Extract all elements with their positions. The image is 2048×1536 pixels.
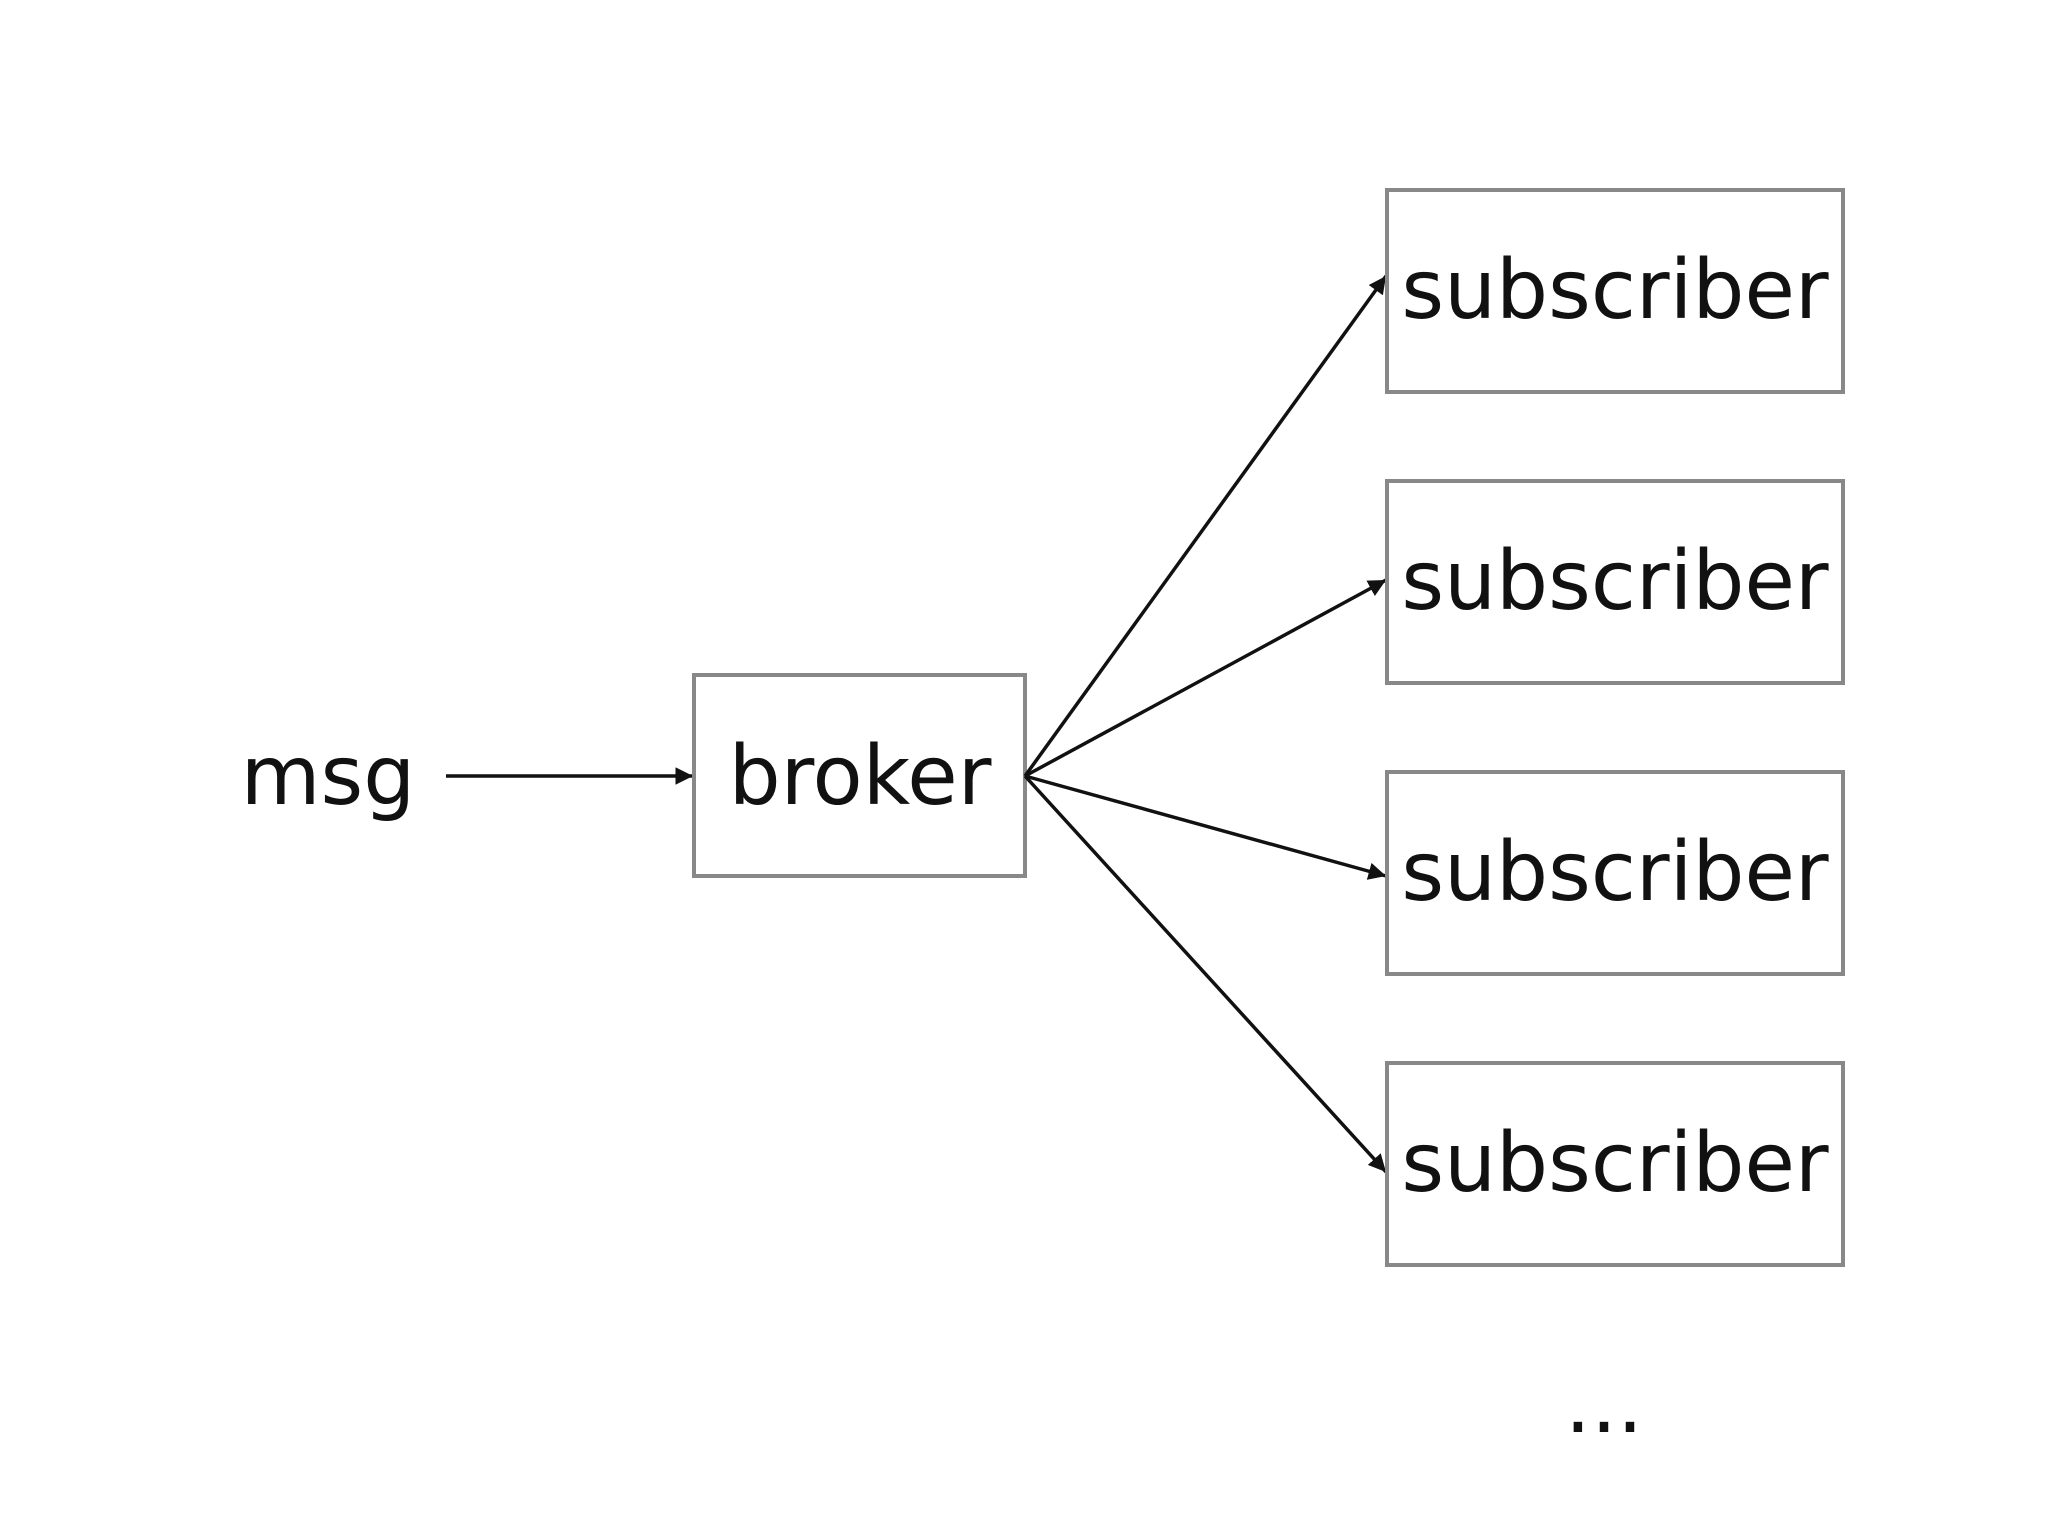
broker-to-subscriber-3-arrow (1024, 774, 1387, 880)
subscriber-label: subscriber (1401, 1116, 1829, 1211)
subscriber-label: subscriber (1401, 534, 1829, 629)
broker-to-subscriber-2-arrow (1024, 578, 1387, 778)
subscriber-node: subscriber (1385, 770, 1845, 976)
subscriber-node: subscriber (1385, 1061, 1845, 1267)
subscriber-node: subscriber (1385, 479, 1845, 685)
subscriber-box (1385, 479, 1845, 685)
subscriber-box (1385, 188, 1845, 394)
broker-to-subscriber-4-arrow (1023, 774, 1388, 1174)
more-subscribers-ellipsis: ... (1565, 1357, 1643, 1452)
broker-to-subscriber-1-arrow (1023, 274, 1388, 778)
subscriber-label: subscriber (1401, 825, 1829, 920)
broker-node: broker (692, 673, 1027, 878)
subscriber-box (1385, 770, 1845, 976)
subscriber-label: subscriber (1401, 243, 1829, 338)
msg-label: msg (241, 729, 416, 824)
subscriber-box (1385, 1061, 1845, 1267)
subscriber-node: subscriber (1385, 188, 1845, 394)
broker-label: broker (729, 729, 992, 824)
